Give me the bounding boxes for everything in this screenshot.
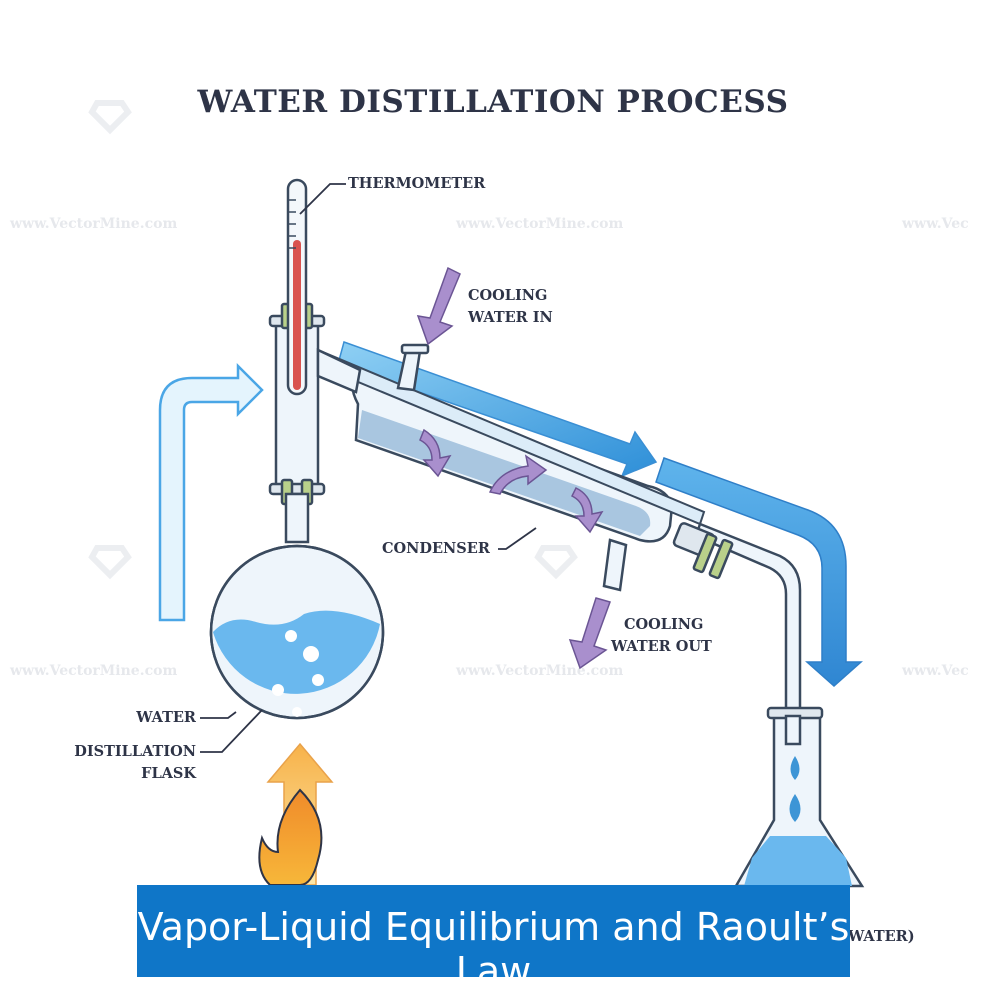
watermark: www.VectorMine.com bbox=[456, 216, 624, 232]
distilled-water-label: WATER) bbox=[848, 928, 915, 945]
distillation-flask bbox=[209, 492, 385, 720]
flame-icon bbox=[258, 788, 323, 886]
thermometer bbox=[286, 178, 308, 396]
watermark: www.VectorMine.com bbox=[10, 663, 178, 679]
page-title: WATER DISTILLATION PROCESS bbox=[197, 84, 789, 120]
caption-banner-text: Vapor-Liquid Equilibrium and Raoult’s La… bbox=[137, 905, 850, 977]
label-leaders bbox=[200, 183, 537, 753]
distillation-flask-label-line1: DISTILLATION bbox=[74, 743, 196, 760]
watermark: www.Vec bbox=[902, 216, 969, 232]
water-label: WATER bbox=[136, 709, 196, 726]
distillate-flow-arrow bbox=[655, 457, 863, 688]
watermark-logo-icon bbox=[88, 100, 578, 580]
cooling-water-in-arrow bbox=[416, 266, 461, 346]
cooling-circulation-arrows bbox=[419, 428, 604, 534]
watermark: www.VectorMine.com bbox=[10, 216, 178, 232]
distillation-flask-label-line2: FLASK bbox=[141, 765, 196, 782]
still-head bbox=[268, 302, 362, 506]
cooling-water-out-tube bbox=[602, 538, 628, 592]
receiving-flask bbox=[733, 706, 865, 888]
cooling-water-in-label-line1: COOLING bbox=[468, 287, 548, 304]
cooling-water-in-tube bbox=[396, 343, 430, 392]
cooling-water-out-arrow bbox=[568, 597, 611, 670]
cooling-water-in-label-line2: WATER IN bbox=[468, 309, 553, 326]
vapor-flow-arrow bbox=[158, 362, 264, 622]
cooling-water-out-label-line1: COOLING bbox=[624, 616, 704, 633]
condenser-label: CONDENSER bbox=[382, 540, 490, 557]
thermometer-label: THERMOMETER bbox=[348, 175, 486, 192]
caption-banner: Vapor-Liquid Equilibrium and Raoult’s La… bbox=[137, 885, 850, 977]
watermark: www.Vec bbox=[902, 663, 969, 679]
cooling-water-out-label-line2: WATER OUT bbox=[611, 638, 712, 655]
